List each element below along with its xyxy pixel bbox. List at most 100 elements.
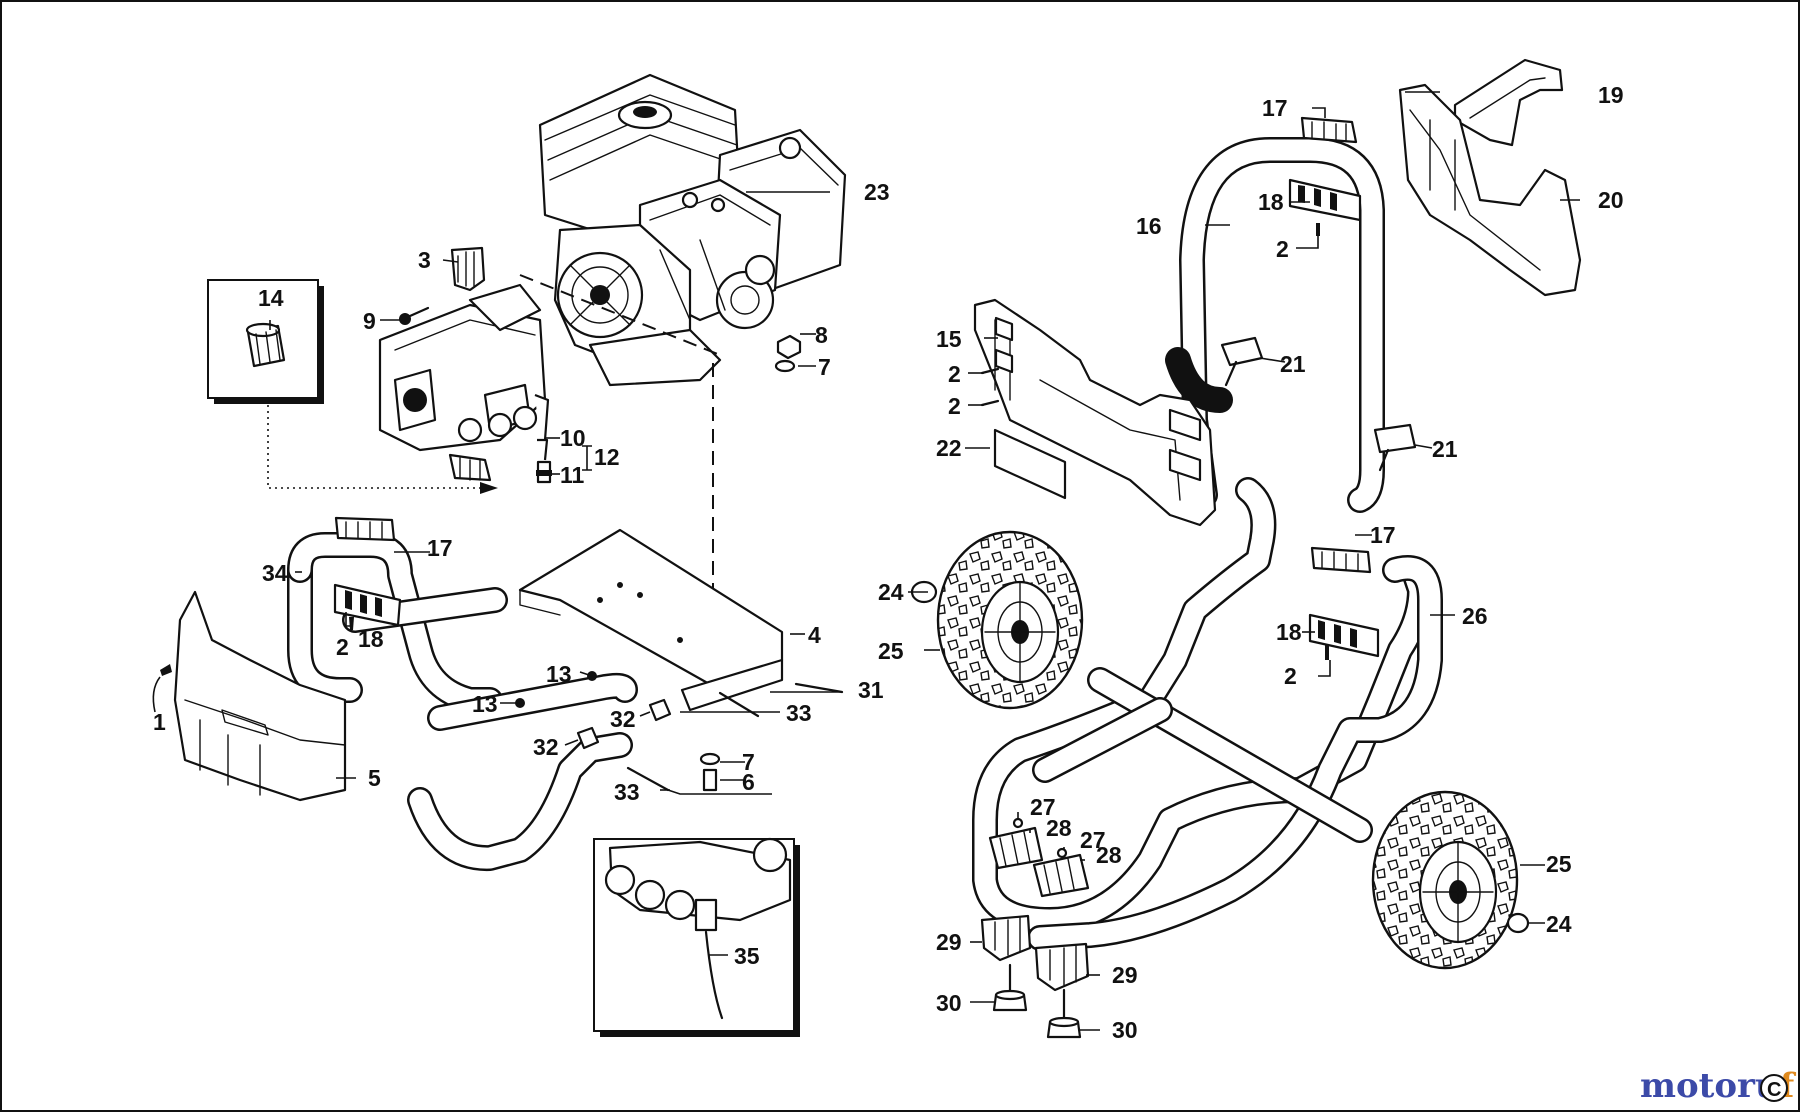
grip-cap bbox=[1300, 116, 1358, 144]
callout-2: 2 bbox=[948, 393, 961, 419]
callout-10: 10 bbox=[560, 425, 586, 451]
coupling-part bbox=[450, 246, 486, 292]
knob bbox=[1220, 336, 1264, 387]
foot-pad bbox=[988, 826, 1044, 870]
callout-17: 17 bbox=[1262, 95, 1288, 121]
wheel bbox=[936, 530, 1084, 710]
clamp-bracket bbox=[1308, 613, 1380, 658]
callout-2: 2 bbox=[948, 361, 961, 387]
callout-19: 19 bbox=[1598, 82, 1624, 108]
clamp-bracket bbox=[333, 583, 402, 627]
leader bbox=[152, 676, 161, 713]
rubber-foot bbox=[992, 963, 1028, 1012]
callout-18: 18 bbox=[1258, 189, 1284, 215]
callout-labels: 1 2 2 2 2 2 3 4 5 6 7 7 8 9 10 11 12 14 … bbox=[153, 82, 1624, 1043]
foot-block bbox=[1034, 942, 1090, 992]
callout-3: 3 bbox=[418, 247, 431, 273]
callout-22: 22 bbox=[936, 435, 962, 461]
bolt bbox=[702, 768, 718, 792]
callout-5: 5 bbox=[368, 765, 381, 791]
foot-pad bbox=[1032, 853, 1090, 898]
bolt bbox=[626, 766, 670, 792]
callout-9: 9 bbox=[363, 308, 376, 334]
screw bbox=[980, 367, 1000, 375]
callout-23: 23 bbox=[864, 179, 890, 205]
bolt bbox=[399, 306, 430, 325]
screw bbox=[980, 399, 1000, 407]
callout-25: 25 bbox=[1546, 851, 1572, 877]
nut bbox=[1056, 847, 1068, 859]
side-panel bbox=[973, 298, 1217, 527]
base-plate bbox=[518, 528, 784, 712]
leader-lines bbox=[269, 91, 1580, 1031]
callout-33: 33 bbox=[786, 700, 812, 726]
callout-30: 30 bbox=[1112, 1017, 1138, 1043]
screw bbox=[160, 664, 172, 676]
label-plate bbox=[993, 428, 1067, 500]
callout-31: 31 bbox=[858, 677, 884, 703]
brand-prefix: motoru bbox=[1640, 1066, 1780, 1106]
inset-box-hose bbox=[593, 837, 800, 1037]
engine bbox=[538, 73, 847, 387]
callout-32: 32 bbox=[610, 706, 636, 732]
long-bolt bbox=[794, 682, 844, 694]
callout-17: 17 bbox=[427, 535, 453, 561]
handle bbox=[1165, 137, 1385, 513]
callout-4: 4 bbox=[808, 622, 821, 648]
washer bbox=[774, 359, 796, 373]
copyright-mark: C bbox=[1767, 1079, 1781, 1101]
nozzle-fitting bbox=[536, 460, 552, 484]
callout-21: 21 bbox=[1280, 351, 1306, 377]
callout-30: 30 bbox=[936, 990, 962, 1016]
callout-6: 6 bbox=[742, 769, 755, 795]
callout-32: 32 bbox=[533, 734, 559, 760]
callout-34: 34 bbox=[262, 560, 288, 586]
callout-2: 2 bbox=[336, 634, 349, 660]
callout-33: 33 bbox=[614, 779, 640, 805]
washer bbox=[699, 752, 721, 766]
callout-13: 13 bbox=[472, 691, 498, 717]
front-cover bbox=[173, 590, 347, 802]
callout-2: 2 bbox=[1276, 236, 1289, 262]
callout-20: 20 bbox=[1598, 187, 1624, 213]
grip-cap bbox=[334, 516, 396, 542]
pump-assembly bbox=[378, 283, 550, 482]
callout-18: 18 bbox=[1276, 619, 1302, 645]
nut bbox=[776, 334, 802, 360]
callout-2: 2 bbox=[1284, 663, 1297, 689]
assembly-line-pump bbox=[519, 274, 721, 356]
callout-24: 24 bbox=[1546, 911, 1572, 937]
callout-29: 29 bbox=[936, 929, 962, 955]
callout-12: 12 bbox=[594, 444, 620, 470]
wheel-cap bbox=[1506, 912, 1530, 934]
callout-26: 26 bbox=[1462, 603, 1488, 629]
callout-15: 15 bbox=[936, 326, 962, 352]
screw bbox=[349, 617, 354, 630]
callout-24: 24 bbox=[878, 579, 904, 605]
callout-14: 14 bbox=[258, 285, 284, 311]
hose-fitting bbox=[537, 438, 549, 461]
screw bbox=[1325, 645, 1329, 660]
spacer bbox=[576, 726, 600, 750]
callout-27: 27 bbox=[1080, 827, 1106, 853]
nut bbox=[1012, 817, 1024, 829]
callout-7: 7 bbox=[818, 354, 831, 380]
callout-7: 7 bbox=[742, 749, 755, 775]
handle-bracket bbox=[1453, 58, 1564, 147]
left-frame bbox=[287, 532, 638, 872]
main-frame bbox=[972, 477, 1443, 951]
rubber-foot bbox=[1046, 988, 1082, 1039]
spacer bbox=[648, 698, 672, 722]
callout-18: 18 bbox=[358, 626, 384, 652]
callout-27: 27 bbox=[1030, 794, 1056, 820]
grip-cap bbox=[1310, 546, 1372, 574]
side-bracket bbox=[1398, 83, 1582, 297]
callout-13: 13 bbox=[546, 661, 572, 687]
callout-17: 17 bbox=[1370, 522, 1396, 548]
clamp-bracket bbox=[1288, 178, 1362, 222]
callout-28: 28 bbox=[1046, 815, 1072, 841]
callout-35: 35 bbox=[734, 943, 760, 969]
brand-watermark: motoruf ie C bbox=[1640, 1066, 1797, 1106]
